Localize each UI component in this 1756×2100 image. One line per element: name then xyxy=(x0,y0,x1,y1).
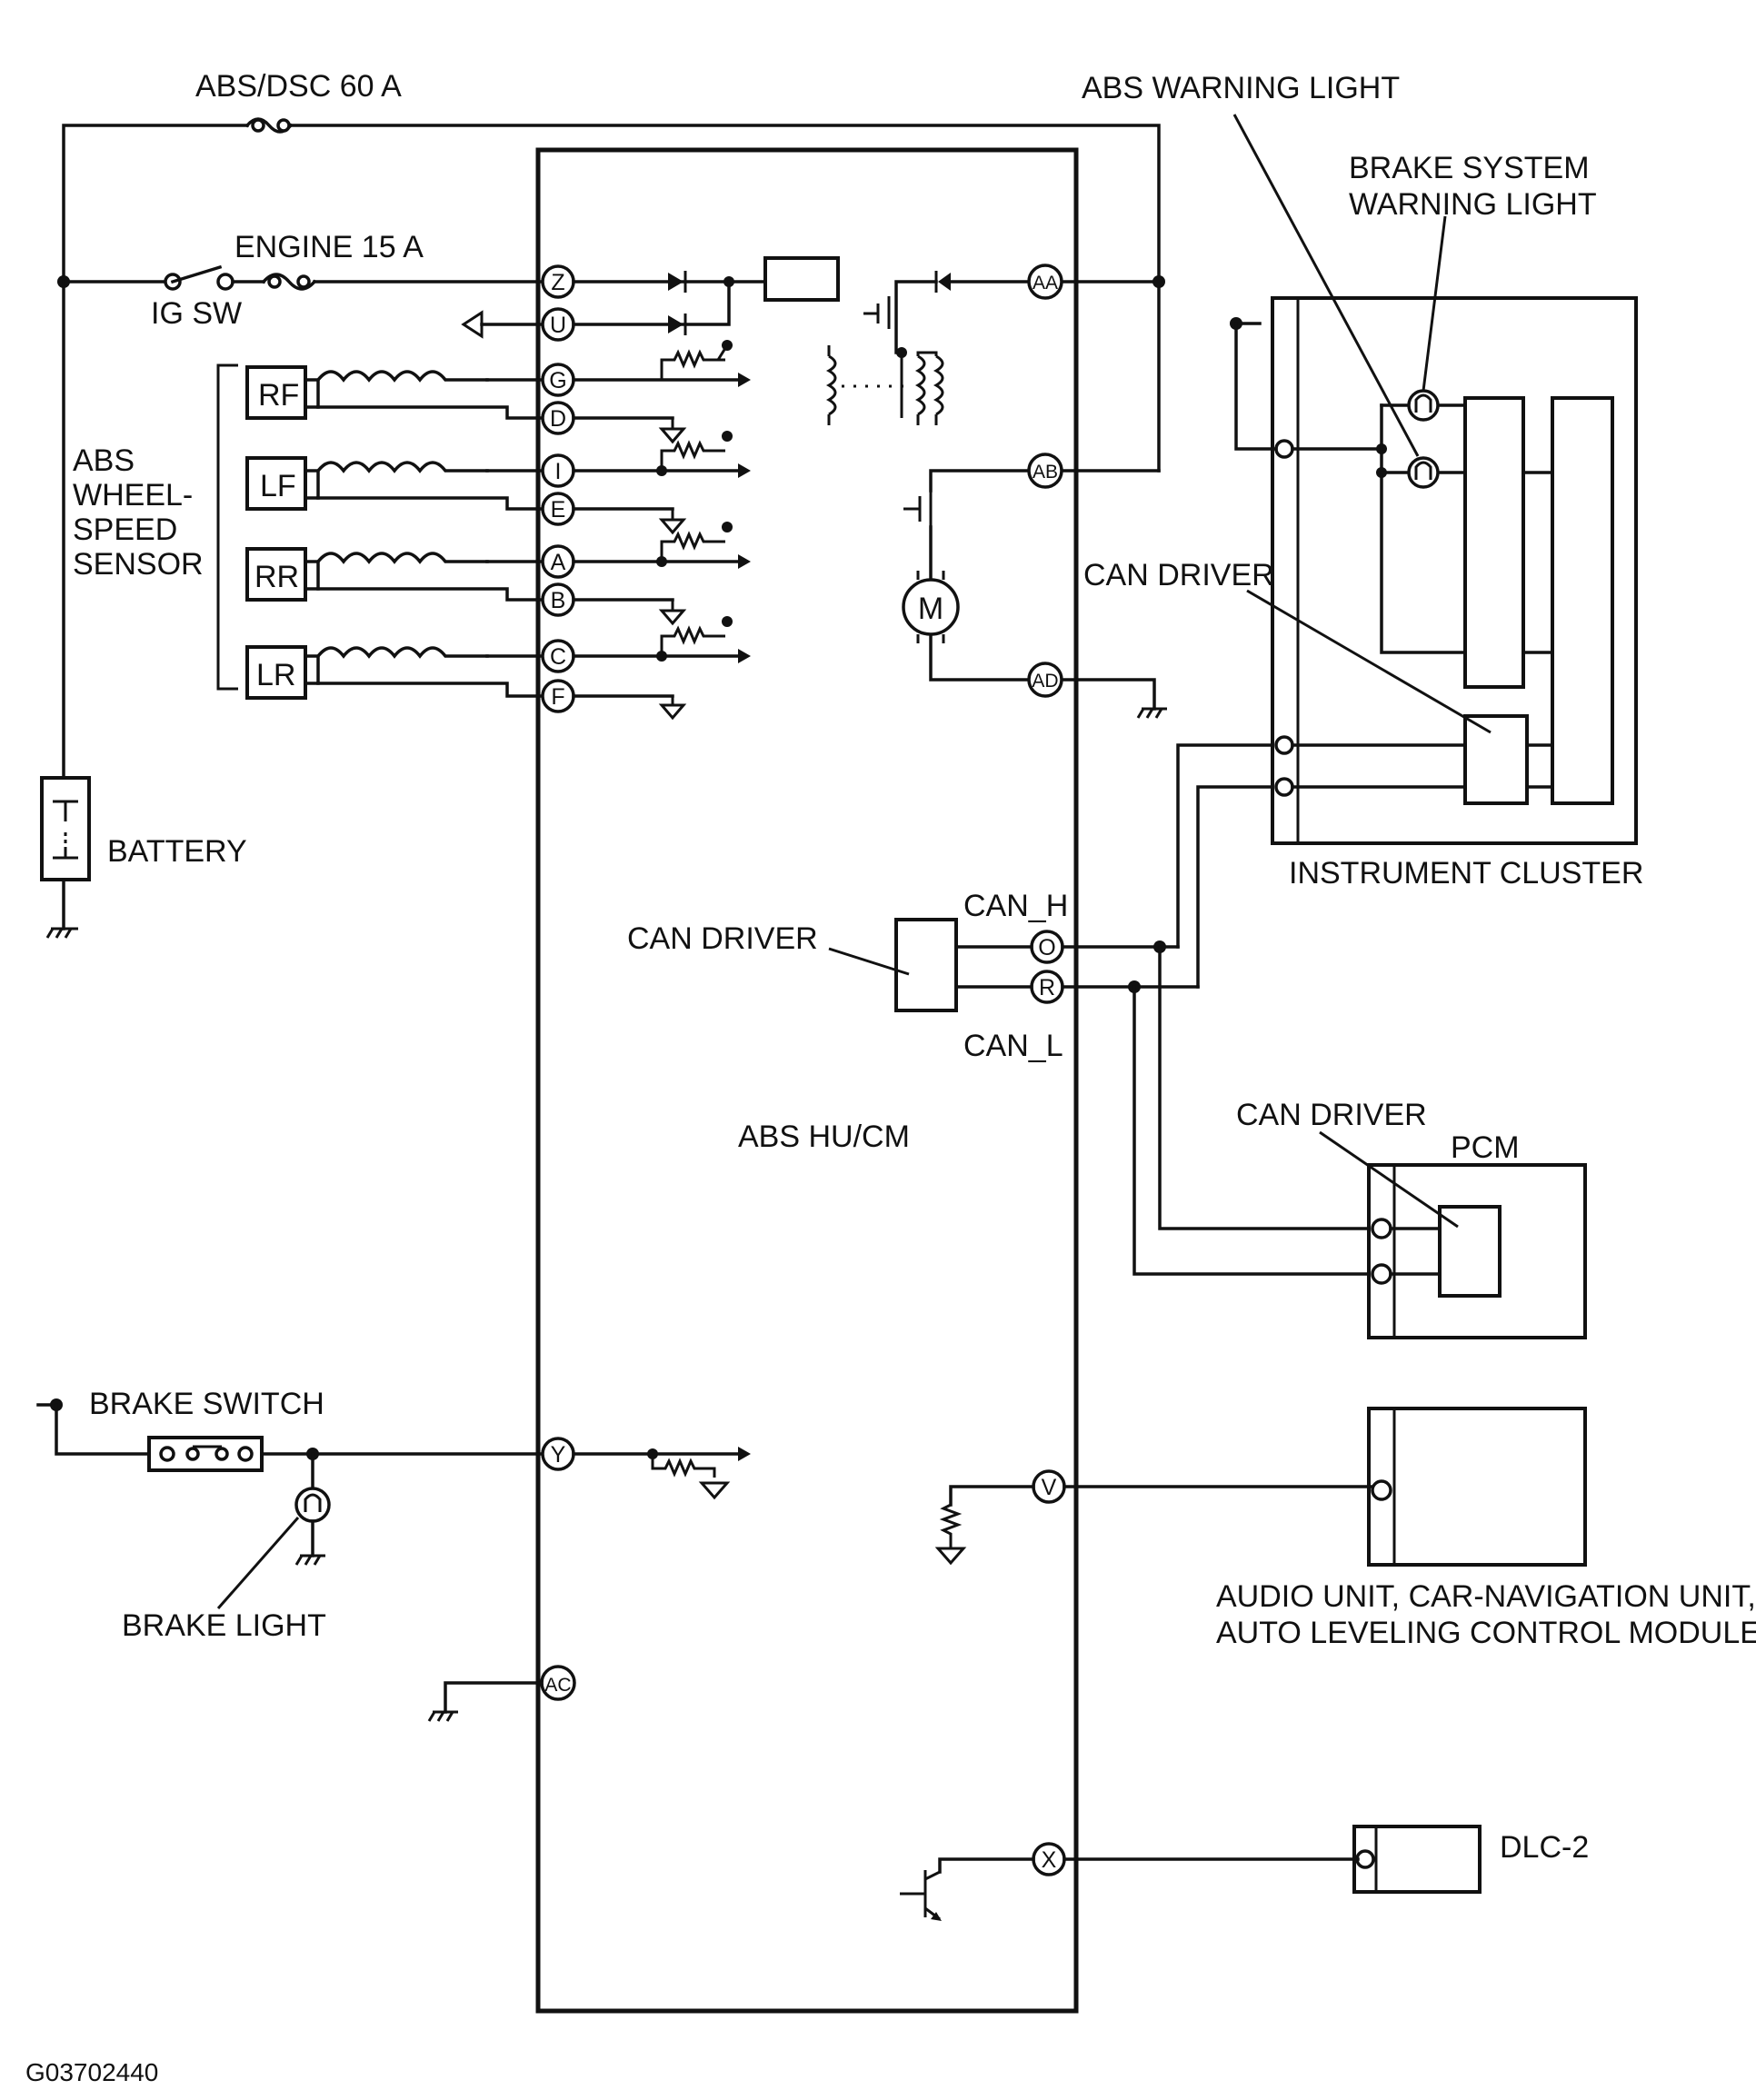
wheel-sensor-label-2: WHEEL- xyxy=(73,478,193,513)
wheel-sensor-label-4: SENSOR xyxy=(73,547,204,582)
left-pins: Z U G D I E A B C F Y AC xyxy=(540,264,576,1701)
pin-z-label: Z xyxy=(551,270,564,295)
pin-aa-label: AA xyxy=(1033,273,1058,294)
pin-ac-ground xyxy=(427,1681,544,1722)
brake-light-lamp xyxy=(294,1487,331,1523)
pin-b-label: B xyxy=(551,588,566,613)
instrument-cluster xyxy=(1230,114,1638,845)
can-h-label: CAN_H xyxy=(963,889,1068,923)
sensor-lr-label: LR xyxy=(256,658,295,692)
power-feed: ABS/DSC 60 A ENGINE 15 A IG SW xyxy=(57,69,1161,780)
audio-unit xyxy=(934,1407,1587,1567)
brake-system-warning-label-2: WARNING LIGHT xyxy=(1349,187,1597,222)
pin-ad xyxy=(1027,662,1063,698)
pin-c-label: C xyxy=(550,644,566,670)
ig-switch-label: IG SW xyxy=(151,296,242,331)
pin-x-label: X xyxy=(1042,1847,1057,1873)
dlc2-connector xyxy=(900,1825,1482,1921)
pin-aa xyxy=(1027,264,1063,300)
wheel-sensor-label-3: SPEED xyxy=(73,513,177,547)
power-supply-block xyxy=(763,256,840,302)
can-l-label: CAN_L xyxy=(963,1029,1063,1063)
sensor-rr-box xyxy=(245,547,307,602)
cluster-can-driver-label: CAN DRIVER xyxy=(1083,558,1274,592)
instrument-cluster-label: INSTRUMENT CLUSTER xyxy=(1289,856,1643,891)
right-pins: AA AB AD O R V X xyxy=(1027,264,1066,1876)
sensor-rf-box xyxy=(245,365,307,420)
wheel-speed-sensors: ABS WHEEL- SPEED SENSOR RF LF RR LR xyxy=(73,363,544,700)
brake-switch-label: BRAKE SWITCH xyxy=(89,1387,324,1421)
pump-motor xyxy=(902,578,960,636)
pin-ac-label: AC xyxy=(544,1675,571,1696)
battery-label: BATTERY xyxy=(107,834,247,869)
audio-unit-label-1: AUDIO UNIT, CAR-NAVIGATION UNIT, xyxy=(1216,1579,1756,1614)
abs-hu-cm-label: ABS HU/CM xyxy=(738,1120,910,1154)
pcm-can-driver-label: CAN DRIVER xyxy=(1236,1098,1427,1132)
cluster-lamp-driver xyxy=(1463,396,1525,689)
solenoid-motor-circuits: M xyxy=(825,271,1167,719)
pin-a-label: A xyxy=(551,550,566,575)
abs-hu-cm-box xyxy=(535,147,1079,2014)
pin-y-label: Y xyxy=(551,1442,566,1468)
pin-i-label: I xyxy=(555,459,562,484)
cluster-cpu xyxy=(1551,396,1614,805)
pin-ad-label: AD xyxy=(1032,671,1058,692)
pin-o-label: O xyxy=(1038,935,1055,960)
pcm-label: PCM xyxy=(1451,1130,1520,1165)
engine-fuse-label: ENGINE 15 A xyxy=(234,230,424,264)
pin-g-label: G xyxy=(549,368,566,393)
ig-switch-blade xyxy=(170,264,223,284)
pin-f-label: F xyxy=(551,684,564,710)
battery-symbol xyxy=(40,776,91,939)
brake-system-warning-label-1: BRAKE SYSTEM xyxy=(1349,151,1590,185)
abs-warning-light-label: ABS WARNING LIGHT xyxy=(1082,71,1400,105)
brake-light-label: BRAKE LIGHT xyxy=(122,1608,326,1643)
wheel-sensor-label-1: ABS xyxy=(73,443,135,478)
pump-motor-label: M xyxy=(918,592,943,626)
abs-can-driver-label: CAN DRIVER xyxy=(627,921,818,956)
sensor-lf-label: LF xyxy=(260,469,296,503)
cluster-can-driver xyxy=(1463,714,1529,805)
abs-dsc-fuse-label: ABS/DSC 60 A xyxy=(195,69,402,104)
pin-v-label: V xyxy=(1042,1475,1057,1500)
pin-ab xyxy=(1027,453,1063,489)
pin-u-label: U xyxy=(550,313,566,338)
abs-can-driver: CAN DRIVER CAN_H CAN_L xyxy=(627,889,1068,1063)
pin-r-label: R xyxy=(1039,975,1055,1000)
figure-id: G03702440 xyxy=(25,2058,158,2086)
sensor-rf-label: RF xyxy=(258,378,299,413)
abs-can-driver-box xyxy=(894,918,958,1012)
sensor-lf-box xyxy=(245,456,307,511)
pcm xyxy=(1319,1130,1587,1339)
pin-d-label: D xyxy=(550,406,566,432)
sensor-rr-label: RR xyxy=(254,560,299,594)
brake-switch-circuit xyxy=(36,1398,751,1609)
pin-ab-label: AB xyxy=(1033,462,1058,483)
audio-unit-box xyxy=(1367,1407,1587,1567)
internal-input-circuits xyxy=(461,256,840,721)
can-bus xyxy=(1061,743,1371,1276)
audio-unit-label-2: AUTO LEVELING CONTROL MODULE xyxy=(1216,1616,1756,1650)
dlc2-label: DLC-2 xyxy=(1500,1830,1589,1865)
pin-e-label: E xyxy=(551,497,566,523)
sensor-lr-box xyxy=(245,645,307,700)
